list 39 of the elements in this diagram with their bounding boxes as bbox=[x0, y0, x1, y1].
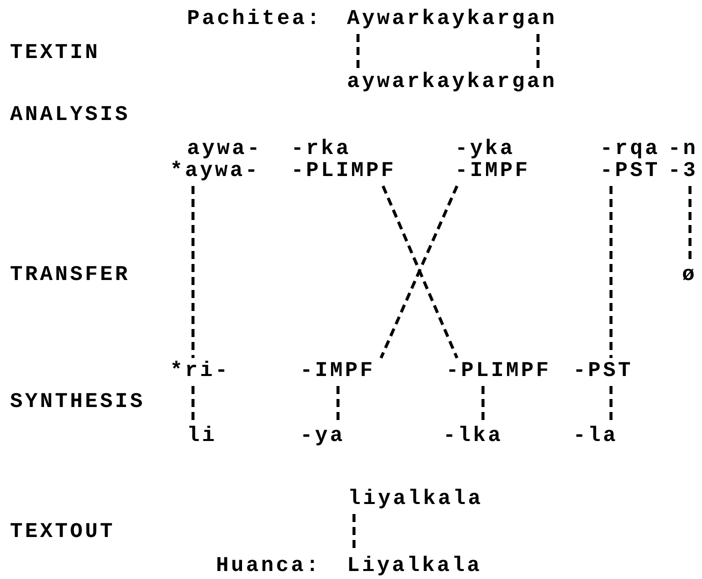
morpheme-text: -ya bbox=[300, 426, 346, 448]
dashed-connector bbox=[536, 34, 540, 69]
row-label: -rka bbox=[291, 139, 352, 161]
dashed-connector bbox=[610, 386, 612, 423]
row-label: ANALYSIS bbox=[10, 105, 130, 127]
morpheme-text: -IMPF bbox=[455, 161, 530, 183]
row-label: -n bbox=[668, 139, 698, 161]
morpheme-text: ø bbox=[682, 265, 698, 287]
row-label: -yka bbox=[455, 139, 516, 161]
dashed-connector bbox=[356, 34, 360, 69]
dashed-connector bbox=[336, 386, 340, 423]
row-label: aywa- bbox=[187, 139, 262, 161]
morpheme-text: -IMPF bbox=[300, 361, 376, 383]
row-label: TEXTOUT bbox=[10, 522, 116, 544]
morpheme-text: -PST bbox=[573, 361, 634, 383]
row-label: TEXTIN bbox=[10, 43, 100, 65]
row-label: TRANSFER bbox=[10, 265, 130, 287]
morpheme-text: -PST bbox=[600, 161, 660, 183]
morpheme-text: *aywa- bbox=[170, 161, 260, 183]
language-label: Huanca: bbox=[216, 556, 322, 578]
dashed-connector bbox=[688, 186, 692, 262]
row-label: SYNTHESIS bbox=[10, 392, 146, 414]
dashed-connector bbox=[482, 386, 484, 423]
morpheme-text: -lka bbox=[443, 426, 504, 448]
morpheme-text: -PLIMPF bbox=[446, 361, 552, 383]
morpheme-text: -3 bbox=[668, 161, 698, 183]
dashed-connector bbox=[610, 186, 612, 358]
dashed-connector bbox=[192, 386, 194, 423]
dashed-connector bbox=[192, 186, 194, 358]
language-label: Pachitea: bbox=[187, 9, 322, 31]
morpheme-text: aywarkaykargan bbox=[347, 72, 558, 94]
morpheme-text: -la bbox=[573, 426, 618, 448]
row-label: -rqa bbox=[600, 139, 660, 161]
morpheme-text: -PLIMPF bbox=[291, 161, 396, 183]
morpheme-text: Aywarkaykargan bbox=[347, 9, 558, 31]
morpheme-text: liyalkala bbox=[348, 489, 484, 511]
morpheme-text: Liyalkala bbox=[347, 556, 482, 578]
morpheme-text: *ri- bbox=[170, 361, 230, 383]
morpheme-text: li bbox=[187, 426, 218, 448]
